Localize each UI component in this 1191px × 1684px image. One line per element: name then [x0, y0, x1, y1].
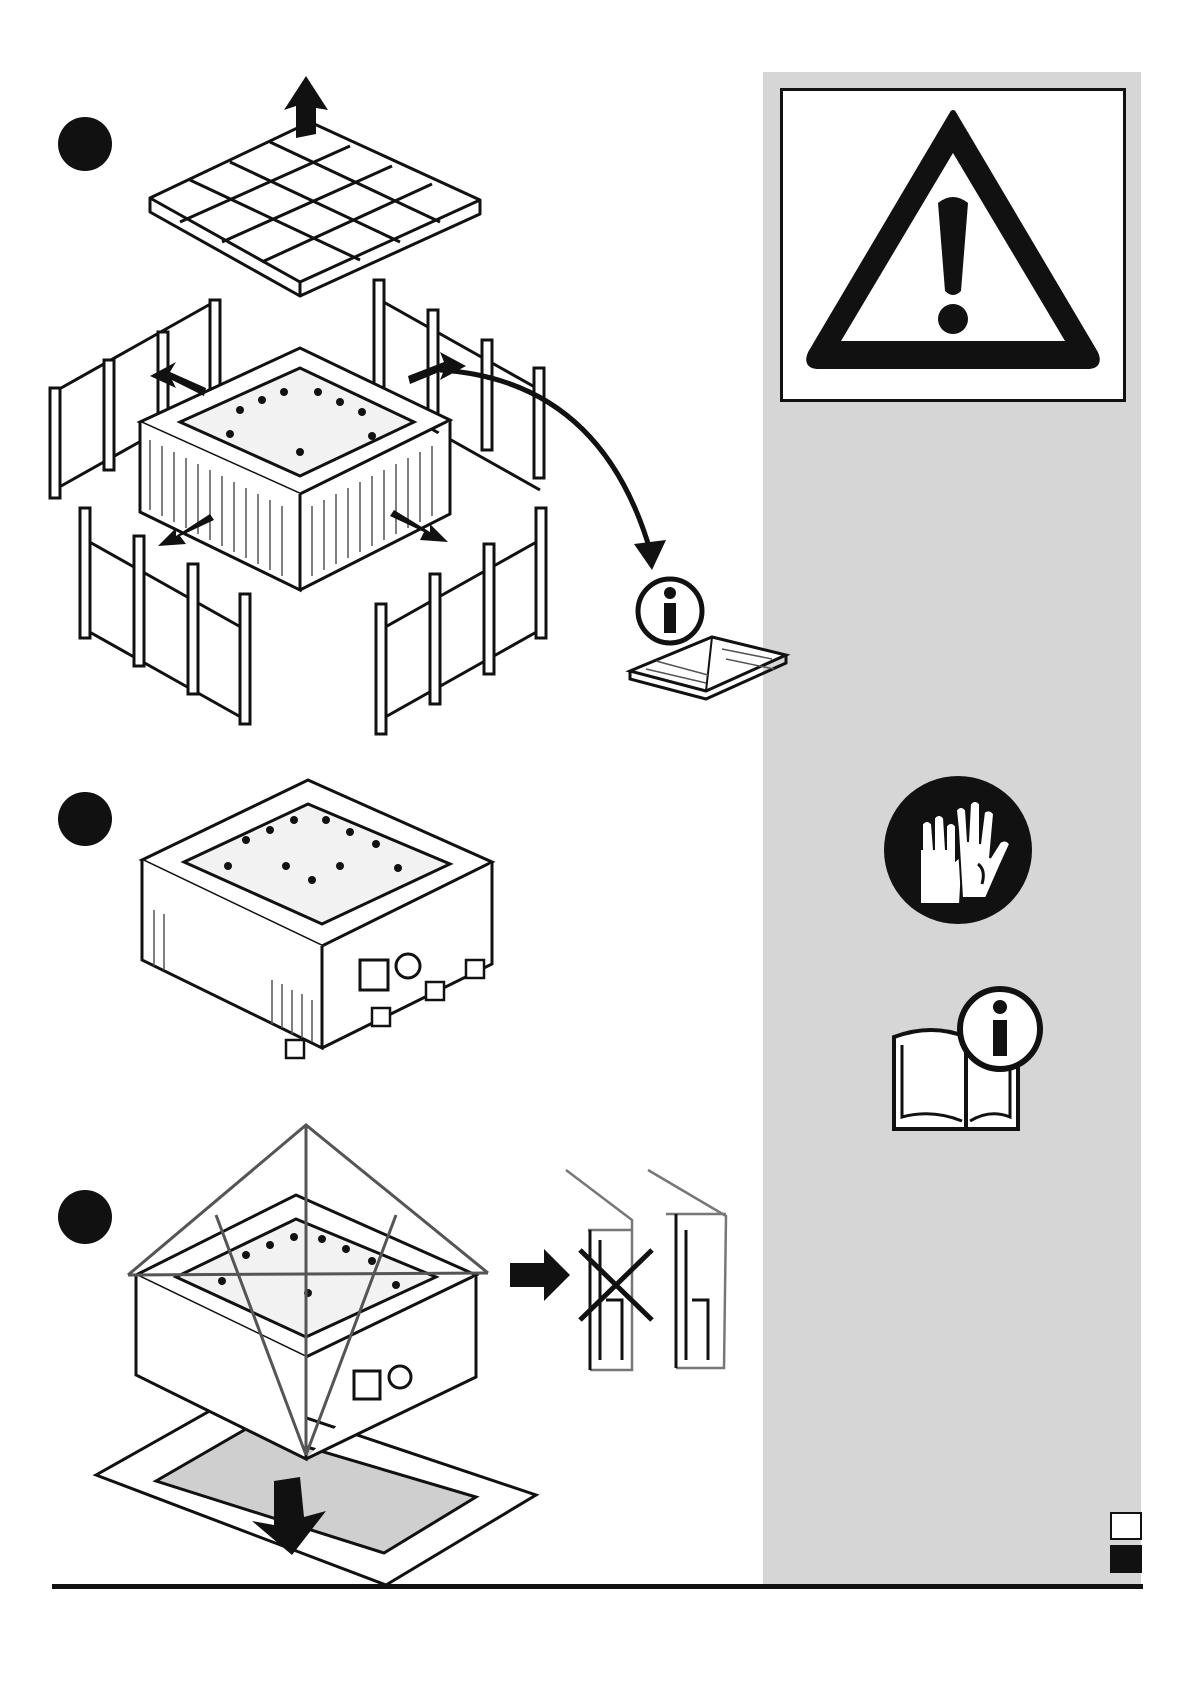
page-marker-filled-square — [1110, 1545, 1142, 1573]
step-2-marker-icon — [58, 792, 112, 846]
spa-unwrapped — [136, 770, 516, 1090]
spa-cover-placement — [96, 1125, 536, 1585]
wear-gloves-icon — [882, 774, 1034, 926]
warning-triangle-icon — [783, 91, 1123, 399]
bottom-rule — [52, 1584, 1143, 1589]
read-manual-info-icon — [626, 575, 796, 725]
incorrect-cover-fit-icon — [566, 1170, 746, 1390]
page-marker-empty-square — [1110, 1512, 1142, 1540]
warning-box — [780, 88, 1126, 402]
read-manual-icon — [888, 985, 1048, 1135]
